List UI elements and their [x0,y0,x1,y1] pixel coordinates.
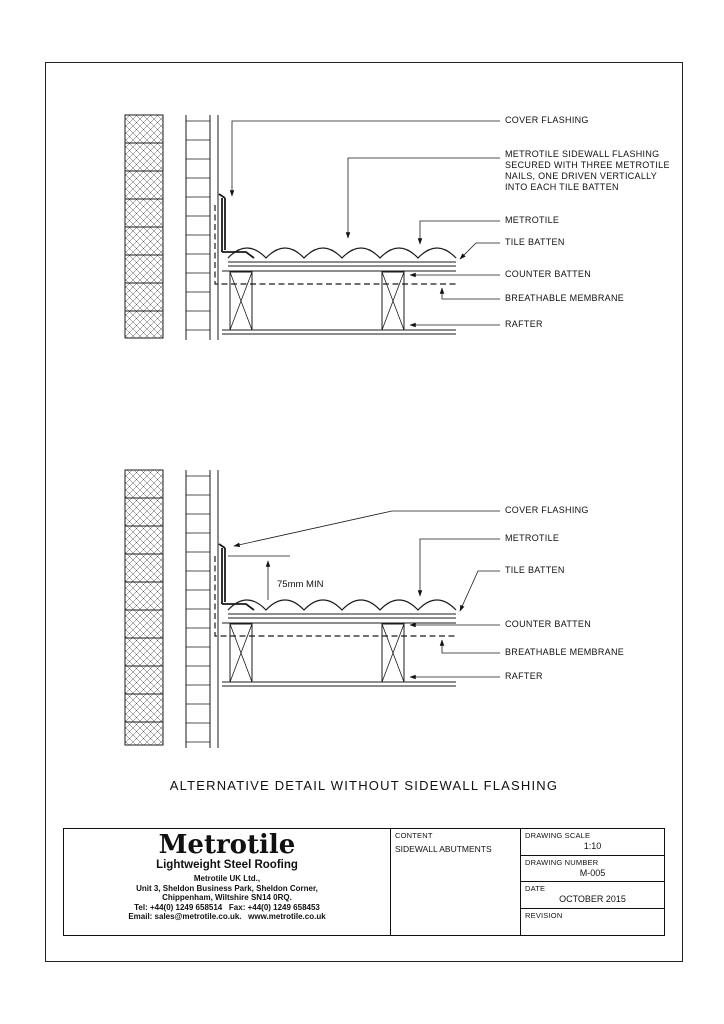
wall-masonry-bottom [124,469,164,746]
label-tile-batten: TILE BATTEN [505,565,565,575]
label-metrotile: METROTILE [505,215,560,225]
wall-inner-leaf-bottom [185,470,219,748]
field-label: DRAWING NUMBER [525,857,599,867]
label-tile-batten: TILE BATTEN [505,237,565,247]
content-field-label: CONTENT [395,831,433,840]
metrotile-logo: Metrotile [158,830,296,860]
field-label: REVISION [525,910,563,920]
border-frame [45,62,683,962]
leader-sidewall-flashing [345,157,500,239]
tile-batten-lines [222,613,456,624]
rafter-box [381,271,405,331]
soffit-lines [222,681,456,687]
fields-panel: DRAWING SCALE 1:10 DRAWING NUMBER M-005 … [521,829,664,935]
address-line: Email: sales@metrotile.co.uk. www.metrot… [128,912,326,921]
leader-tile-batten [459,242,500,260]
leader-lines-top [229,120,500,328]
field-revision: REVISION [521,909,664,936]
rafter-box [229,623,253,683]
company-tagline: Lightweight Steel Roofing [156,859,298,871]
label-counter-batten: COUNTER BATTEN [505,269,592,279]
roof-assembly-top [214,205,457,335]
soffit-lines [222,329,456,335]
title-block: Metrotile Lightweight Steel Roofing Metr… [63,828,665,936]
address-line: Chippenham, Wiltshire SN14 0RQ. [162,893,292,902]
cover-flashing-bottom [218,543,255,611]
label-rafter: RAFTER [505,671,543,681]
wall-masonry-top [124,114,164,339]
tile-batten-lines [222,261,456,272]
field-value: 1:10 [583,841,602,851]
tile-profile [227,247,457,259]
label-breathable-membrane: BREATHABLE MEMBRANE [505,647,625,657]
leader-metrotile [417,220,500,245]
field-label: DRAWING SCALE [525,831,591,840]
content-field-value: SIDEWALL ABUTMENTS [395,844,492,854]
tile-profile [227,599,457,611]
leader-metrotile [417,538,500,597]
field-value: M-005 [579,867,606,878]
dimension-75mm [228,555,290,600]
detail-top [124,114,500,340]
field-date: DATE OCTOBER 2015 [521,882,664,909]
cover-flashing-top [218,193,255,259]
label-counter-batten: COUNTER BATTEN [505,619,592,629]
rafter-box [229,271,253,331]
field-drawing-number: DRAWING NUMBER M-005 [521,856,664,882]
label-sidewall-flashing: METROTILE SIDEWALL FLASHING SECURED WITH… [505,149,670,192]
address-line: Metrotile UK Ltd., [193,874,261,883]
membrane-dashed-line [214,205,456,285]
leader-tile-batten [459,570,500,612]
dimension-label-75mm-min: 75mm MIN [277,579,324,590]
roof-assembly-bottom [214,556,457,687]
label-breathable-membrane: BREATHABLE MEMBRANE [505,293,625,303]
leader-breathable-membrane [439,287,500,300]
company-panel: Metrotile Lightweight Steel Roofing Metr… [64,829,391,935]
label-cover-flashing: COVER FLASHING [505,115,589,125]
leader-lines-bottom [233,510,500,680]
field-label: DATE [525,884,546,893]
detail-bottom [124,469,500,748]
wall-inner-leaf-top [185,115,219,340]
leader-cover-flashing [233,510,500,547]
address-line: Tel: +44(0) 1249 658514 Fax: +44(0) 1249… [134,902,320,912]
label-rafter: RAFTER [505,319,543,329]
drawing-caption: ALTERNATIVE DETAIL WITHOUT SIDEWALL FLAS… [169,778,559,793]
label-cover-flashing: COVER FLASHING [505,505,589,515]
company-address: Metrotile UK Ltd., Unit 3, Sheldon Busin… [64,874,390,922]
leader-breathable-membrane [439,639,500,654]
field-value: OCTOBER 2015 [559,894,626,904]
label-metrotile: METROTILE [505,533,560,543]
membrane-dashed-line [214,556,456,637]
leader-cover-flashing [229,120,500,197]
rafter-box [381,623,405,683]
content-panel: CONTENT SIDEWALL ABUTMENTS [391,829,521,935]
field-drawing-scale: DRAWING SCALE 1:10 [521,829,664,856]
address-line: Unit 3, Sheldon Business Park, Sheldon C… [136,883,318,893]
